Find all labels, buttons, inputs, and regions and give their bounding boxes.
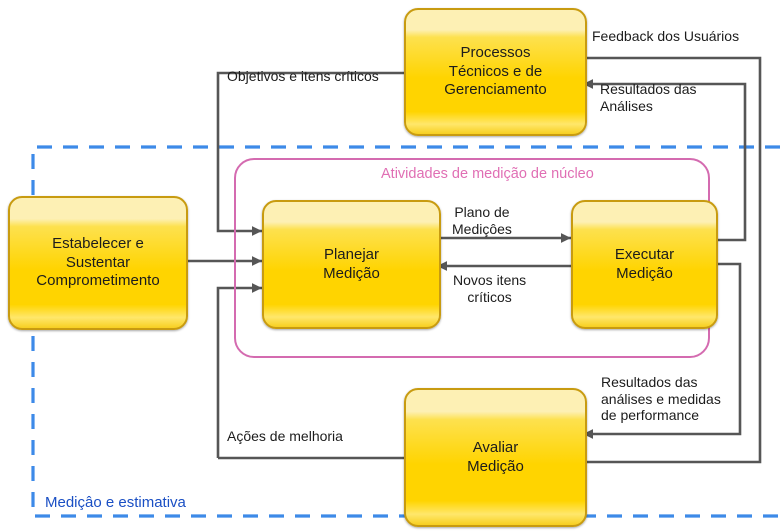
node-processos-tecnicos[interactable]: Processos Técnicos e de Gerenciamento: [404, 8, 587, 136]
node-avaliar-label: Avaliar Medição: [467, 438, 524, 475]
core-measurement-activities-title: Atividades de medição de núcleo: [381, 166, 594, 182]
edge-label-novos-itens-criticos: Novos itens críticos: [453, 272, 527, 305]
node-avaliar-medicao[interactable]: Avaliar Medição: [404, 388, 587, 527]
boundary-label-medicao-estimativa: Mediçâo e estimativa: [45, 494, 186, 511]
edge-label-objetivos-itens-criticos: Objetivos e itens críticos: [227, 68, 379, 84]
edge-label-resultados-analises: Resultados das Análises: [600, 81, 697, 114]
edge-label-feedback-usuarios: Feedback dos Usuários: [592, 28, 740, 44]
edge-label-acoes-melhoria: Ações de melhoria: [227, 428, 343, 444]
node-executar-medicao[interactable]: Executar Medição: [571, 200, 718, 329]
edge-label-plano-medicoes: Plano de Mediçôes: [452, 204, 512, 237]
node-processos-label: Processos Técnicos e de Gerenciamento: [444, 44, 547, 99]
node-estabelecer-comprometimento[interactable]: Estabelecer e Sustentar Comprometimento: [8, 196, 188, 330]
node-estabelecer-label: Estabelecer e Sustentar Comprometimento: [36, 235, 160, 290]
node-planejar-label: Planejar Medição: [323, 245, 380, 282]
edge-label-resultados-performance: Resultados das análises e medidas de per…: [601, 374, 721, 424]
node-executar-label: Executar Medição: [614, 245, 675, 282]
node-planejar-medicao[interactable]: Planejar Medição: [262, 200, 441, 329]
